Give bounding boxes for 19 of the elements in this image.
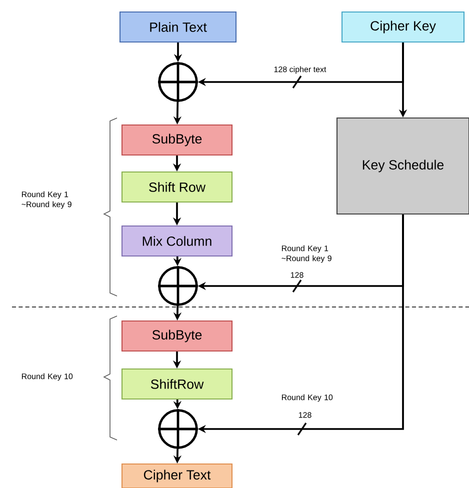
process-box: ShiftRow: [121, 368, 233, 400]
xor-symbol: [156, 264, 200, 308]
round-key-label: Round Key 1 ~Round key 9: [282, 245, 332, 263]
edge-label: 128: [290, 272, 304, 278]
process-box: SubByte: [121, 320, 233, 352]
edge-label: 128 cipher text: [274, 66, 326, 74]
round-key-label: Round Key 1 ~Round key 9: [22, 191, 72, 209]
process-box: Plain Text: [119, 11, 237, 43]
process-box: Shift Row: [121, 171, 233, 203]
process-box: Mix Column: [121, 225, 233, 257]
process-box: Key Schedule: [336, 117, 469, 215]
xor-symbol: [156, 408, 200, 450]
process-box: SubByte: [121, 124, 233, 156]
xor-symbol: [156, 60, 200, 104]
edge-label: 128: [298, 412, 312, 418]
round-key-label: Round Key 10: [22, 373, 73, 381]
process-box: Cipher Text: [121, 463, 233, 488]
process-box: Cipher Key: [341, 11, 465, 43]
round-key-label: Round Key 10: [282, 394, 333, 402]
